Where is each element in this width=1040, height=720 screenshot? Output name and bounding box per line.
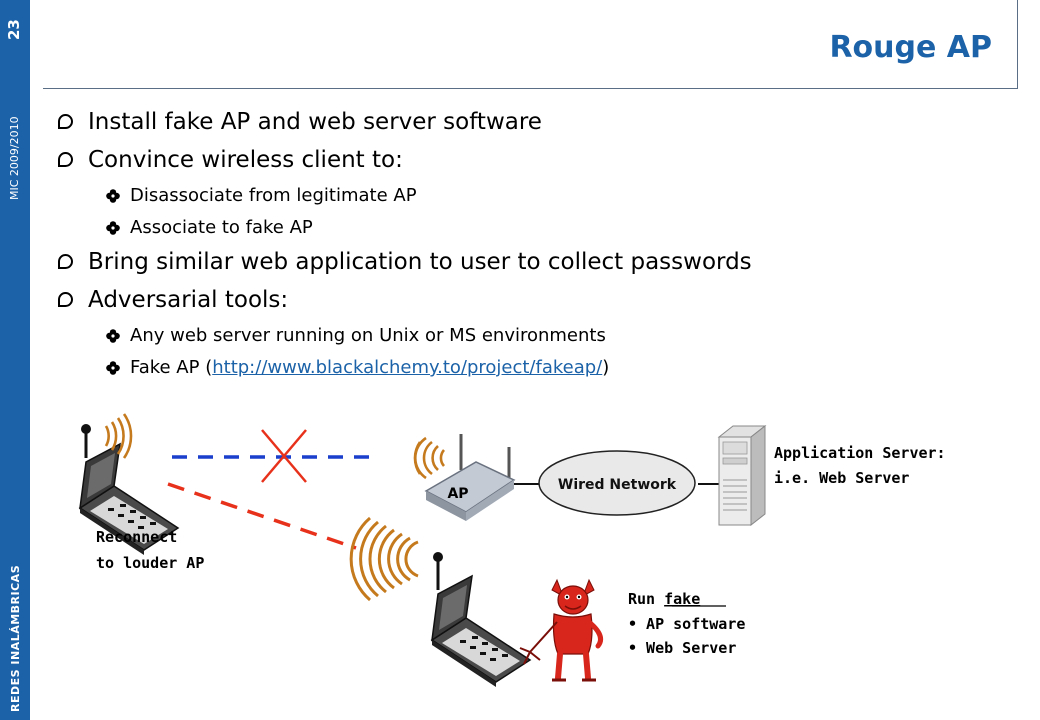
run-fake-word: fake <box>664 590 700 608</box>
flower-bullet-icon <box>106 221 120 235</box>
server-tower-icon <box>717 424 767 527</box>
bullet-text: Install fake AP and web server software <box>88 109 542 135</box>
bullet-install: Install fake AP and web server software <box>58 105 1028 143</box>
attacker-laptop-icon <box>431 552 531 688</box>
server-label-line2: i.e. Web Server <box>774 469 909 487</box>
slide-title: Rouge AP <box>829 30 992 65</box>
sub-bullet-disassociate: Disassociate from legitimate AP <box>58 181 1028 213</box>
bullet-marker-icon <box>58 254 73 269</box>
run-item-web-server: • Web Server <box>628 639 736 657</box>
sub-bullet-associate: Associate to fake AP <box>58 213 1028 245</box>
wired-network-label: Wired Network <box>558 477 677 493</box>
reconnect-label-line2: to louder AP <box>96 554 204 572</box>
ap-signal-icon <box>413 436 446 480</box>
attacker-signal-icon <box>349 516 419 602</box>
ap-label: AP <box>447 486 468 502</box>
devil-icon <box>519 578 603 682</box>
sub-bullet-fakeap: Fake AP (http://www.blackalchemy.to/proj… <box>58 353 1028 385</box>
server-label-line1: Application Server: <box>774 444 946 462</box>
legit-client-laptop-icon <box>79 424 179 556</box>
bullet-tools: Adversarial tools: <box>58 283 1028 321</box>
wired-network-cloud: Wired Network <box>538 450 696 516</box>
sub-bullet-text: Associate to fake AP <box>130 217 313 238</box>
bullet-bring: Bring similar web application to user to… <box>58 245 1028 283</box>
sub-bullet-webserver: Any web server running on Unix or MS env… <box>58 321 1028 353</box>
bullet-text: Bring similar web application to user to… <box>88 249 752 275</box>
bullet-marker-icon <box>58 114 73 129</box>
client-signal-icon <box>104 413 133 459</box>
title-divider-vertical <box>1017 0 1018 89</box>
flower-bullet-icon <box>106 361 120 375</box>
flower-bullet-icon <box>106 189 120 203</box>
bullet-marker-icon <box>58 292 73 307</box>
sidebar: 23 MIC 2009/2010 REDES INALÁMBRICAS <box>0 0 30 720</box>
title-divider <box>43 88 1018 89</box>
sub-bullet-text: Disassociate from legitimate AP <box>130 185 417 206</box>
bullet-list: Install fake AP and web server software … <box>58 105 1028 385</box>
flower-bullet-icon <box>106 329 120 343</box>
bullet-text: Adversarial tools: <box>88 287 289 313</box>
broken-link-cross-icon <box>261 429 307 483</box>
bullet-text: Convince wireless client to: <box>88 147 403 173</box>
sub-bullet-text-suffix: ) <box>602 357 610 378</box>
run-fake-label: Run fake <box>628 590 700 608</box>
sub-bullet-text: Any web server running on Unix or MS env… <box>130 325 606 346</box>
fakeap-link[interactable]: http://www.blackalchemy.to/project/fakea… <box>212 357 603 378</box>
bullet-convince: Convince wireless client to: <box>58 143 1028 181</box>
red-dashed-link <box>167 482 357 550</box>
bullet-marker-icon <box>58 152 73 167</box>
run-fake-prefix: Run <box>628 590 664 608</box>
sub-bullet-text: Fake AP ( <box>130 357 213 378</box>
run-item-ap-software: • AP software <box>628 615 745 633</box>
reconnect-label-line1: Reconnect <box>96 528 177 546</box>
access-point-icon: AP <box>424 434 516 521</box>
